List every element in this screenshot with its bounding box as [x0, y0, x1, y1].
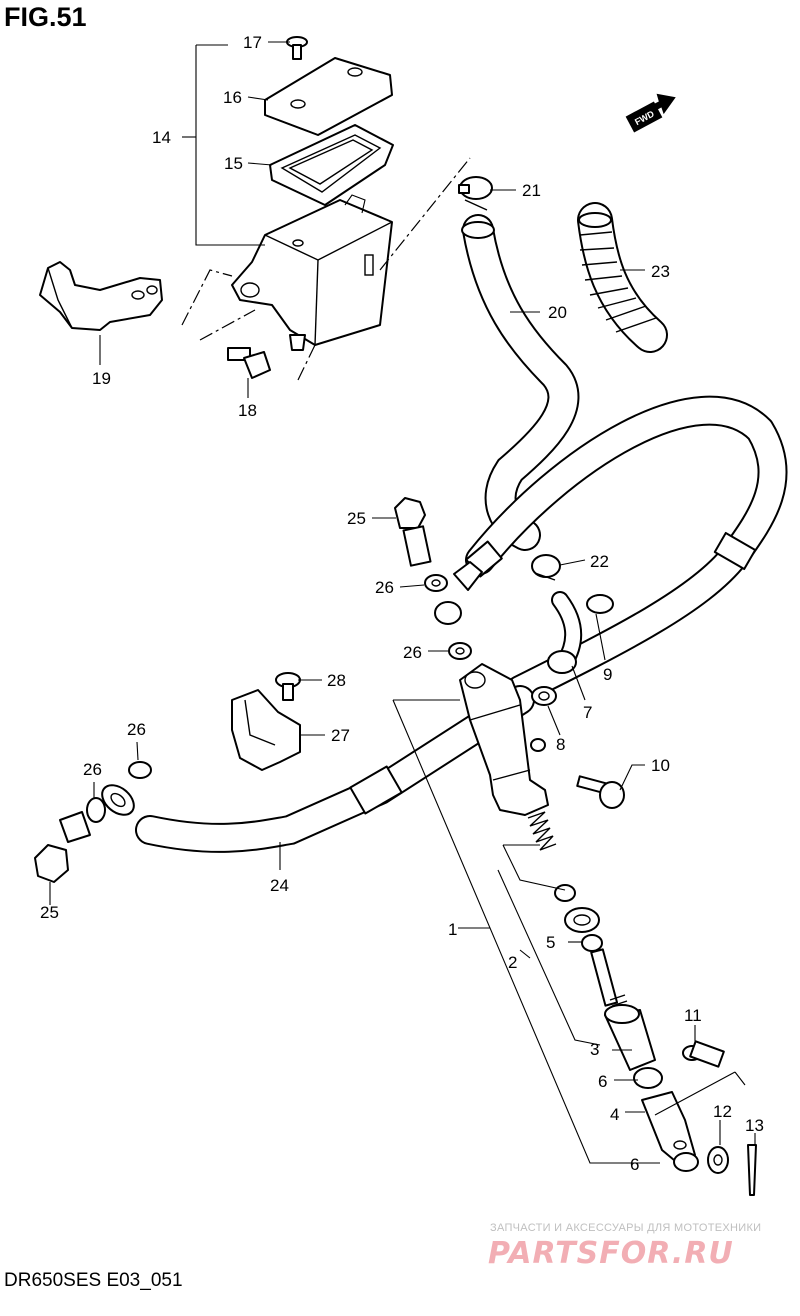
boot [604, 1004, 656, 1071]
watermark-tagline: ЗАПЧАСТИ И АКСЕССУАРЫ ДЛЯ МОТОТЕХНИКИ [490, 1222, 762, 1234]
master-cylinder-body [459, 663, 549, 816]
figure-title: FIG.51 [4, 2, 87, 32]
hose-clamp-21 [458, 176, 493, 211]
callout-13: 13 [745, 1116, 764, 1135]
callout-17: 17 [243, 33, 262, 52]
callout-4: 4 [610, 1105, 619, 1124]
piston [564, 907, 600, 933]
callout-1: 1 [448, 920, 457, 939]
piston-cup [554, 884, 576, 902]
reservoir-hose-joint [547, 591, 583, 674]
callout-25-lower: 25 [40, 903, 59, 922]
reservoir-hose [461, 214, 580, 551]
brake-hose-loop [465, 395, 788, 705]
cotter-pin [747, 1144, 757, 1196]
callout-25-upper: 25 [347, 509, 366, 528]
reservoir-cap [264, 57, 393, 136]
bolt-10 [576, 775, 625, 809]
washer-12 [707, 1146, 729, 1174]
diagram-code: DR650SES E03_051 [4, 1270, 183, 1291]
callout-6-lower: 6 [630, 1155, 639, 1174]
callout-12: 12 [713, 1102, 732, 1121]
callout-27: 27 [331, 726, 350, 745]
callout-15: 15 [224, 154, 243, 173]
brake-pipe [101, 685, 535, 853]
callout-23: 23 [651, 262, 670, 281]
callout-14: 14 [152, 128, 171, 147]
washer-26b [448, 642, 472, 660]
washer-26c [128, 761, 152, 779]
callout-16: 16 [223, 88, 242, 107]
leader-lines [49, 41, 756, 1164]
hose-union-fitting [434, 561, 483, 625]
nut-6-lower [673, 1152, 699, 1172]
callout-9: 9 [603, 665, 612, 684]
callout-26-left-lower: 26 [83, 760, 102, 779]
watermark-logo: PARTSFOR.RU [488, 1236, 734, 1271]
reservoir-diaphragm [269, 124, 394, 206]
callout-11: 11 [684, 1006, 702, 1025]
callout-24: 24 [270, 876, 289, 895]
part-callouts: 1 2 3 4 5 6 6 7 8 9 10 11 12 13 14 15 16… [40, 33, 764, 1174]
callout-10: 10 [651, 756, 670, 775]
callout-21: 21 [522, 181, 541, 200]
assembly-phantom-lines [181, 157, 471, 381]
spring [527, 811, 557, 851]
hose-guide [231, 689, 301, 771]
callout-26-left-upper: 26 [127, 720, 146, 739]
push-rod [581, 934, 628, 1007]
forward-direction-badge: FWD [625, 93, 676, 133]
callout-26-middle: 26 [403, 643, 422, 662]
washer-26a [424, 574, 448, 592]
clevis-pin [682, 1040, 725, 1068]
nut-6-upper [633, 1067, 663, 1089]
union-bolt-lower [34, 811, 91, 883]
screw-28 [275, 672, 301, 701]
union-bolt-upper [394, 497, 432, 567]
reservoir-bolt [227, 347, 271, 379]
callout-28: 28 [327, 671, 346, 690]
callout-20: 20 [548, 303, 567, 322]
callout-5: 5 [546, 933, 555, 952]
callout-22: 22 [590, 552, 609, 571]
callout-19: 19 [92, 369, 111, 388]
callout-8: 8 [556, 735, 565, 754]
reservoir-screw [286, 36, 308, 60]
callout-3: 3 [590, 1040, 599, 1059]
callout-26-upper: 26 [375, 578, 394, 597]
callout-6-upper: 6 [598, 1072, 607, 1091]
hose-clamp-22 [531, 554, 561, 581]
hose-protector [577, 202, 668, 353]
reservoir-body [231, 194, 393, 351]
reservoir-bracket [39, 261, 163, 331]
callout-7: 7 [583, 703, 592, 722]
washer-26d [86, 797, 106, 823]
callout-18: 18 [238, 401, 257, 420]
o-ring-8 [531, 686, 557, 706]
hose-clamp-9 [586, 594, 614, 614]
callout-2: 2 [508, 953, 517, 972]
